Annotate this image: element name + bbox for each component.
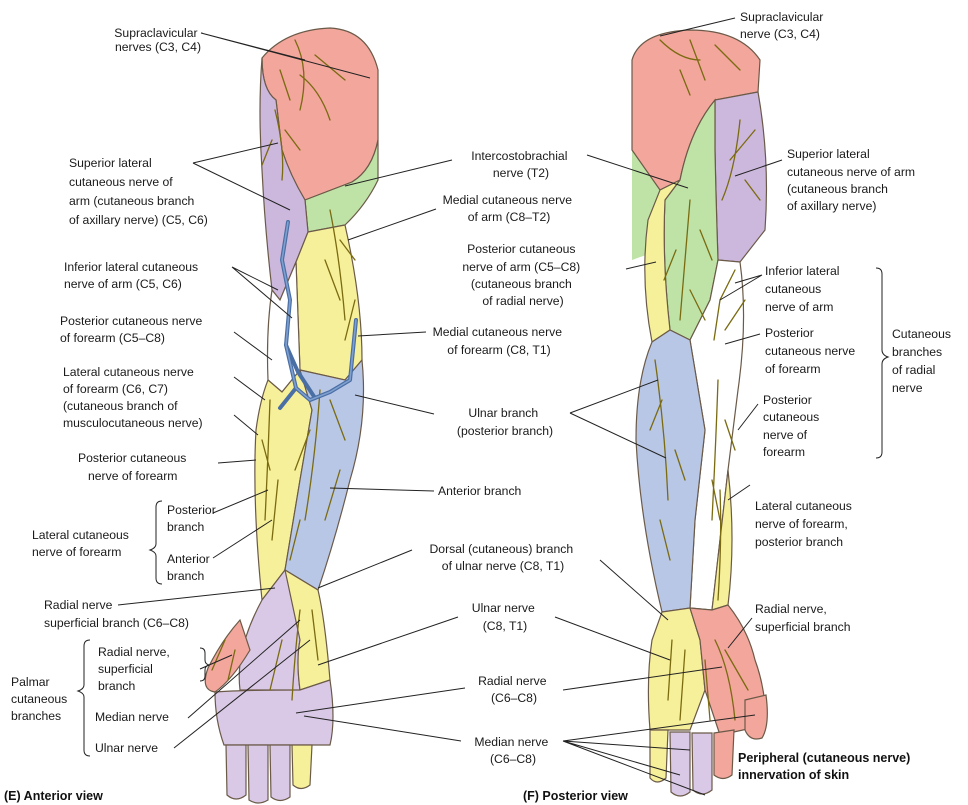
label-intercostobrachial-nerve: Intercostobrachial nerve (T2) — [471, 149, 571, 180]
label-radial-nerve-superficial-c6c8: Radial nerve superficial branch (C6–C8) — [44, 598, 189, 630]
label-medial-cutaneous-forearm: Medial cutaneous nerve of forearm (C8, T… — [433, 325, 566, 357]
figure-title-peripheral-innervation: Peripheral (cutaneous nerve) innervation… — [738, 751, 914, 782]
label-median-nerve-c6c8: Median nerve (C6–C8) — [474, 735, 551, 766]
label-posterior-cutaneous-forearm-2: Posterior cutaneous nerve of forearm — [78, 451, 190, 483]
anterior-finger-2 — [248, 745, 268, 803]
label-posterior-cutaneous-nerve-forearm: Posterior cutaneous nerve of forearm — [765, 326, 859, 376]
brace-palmar-cutaneous — [78, 640, 90, 756]
label-superior-lateral-cutaneous: Superior lateral cutaneous nerve of arm … — [69, 156, 208, 227]
label-cutaneous-branches-radial: Cutaneous branches of radial nerve — [892, 327, 954, 395]
label-ulnar-branch: Ulnar branch (posterior branch) — [457, 406, 553, 438]
label-anterior-branch-center: Anterior branch — [438, 484, 521, 498]
anterior-labels: Supraclavicular nerves (C3, C4) Superior… — [4, 26, 219, 803]
caption-anterior-view: (E) Anterior view — [4, 789, 103, 803]
anterior-finger-3 — [270, 745, 290, 801]
label-medial-cutaneous-arm: Medial cutaneous nerve of arm (C8–T2) — [443, 193, 576, 224]
anterior-arm-illustration — [205, 28, 378, 803]
label-ulnar-nerve-palmar: Ulnar nerve — [95, 741, 158, 755]
anterior-finger-1 — [226, 745, 246, 799]
label-ulnar-nerve-c8t1: Ulnar nerve (C8, T1) — [472, 601, 538, 633]
label-posterior-cutaneous-forearm: Posterior cutaneous nerve of forearm (C5… — [60, 314, 206, 345]
label-supraclavicular-nerves: Supraclavicular nerves (C3, C4) — [114, 26, 201, 54]
label-radial-nerve-superficial-branch: Radial nerve, superficial branch — [98, 645, 173, 693]
anterior-finger-4 — [292, 745, 312, 789]
brace-cutaneous-radial — [876, 268, 888, 458]
posterior-finger-1 — [650, 730, 668, 782]
label-posterior-cutaneous-nerve-forearm-2: Posterior cutaneous nerve of forearm — [763, 393, 823, 459]
label-palmar-cutaneous-branches: Palmar cutaneous branches — [11, 675, 71, 723]
posterior-arm-illustration — [632, 30, 767, 796]
posterior-finger-3 — [692, 733, 712, 794]
label-lateral-cutaneous-forearm-posterior: Lateral cutaneous nerve of forearm, post… — [755, 499, 855, 549]
anterior-palm-region — [215, 680, 333, 745]
label-posterior-cutaneous-arm: Posterior cutaneous nerve of arm (C5–C8)… — [462, 242, 583, 308]
label-radial-nerve-superficial-posterior: Radial nerve, superficial branch — [755, 602, 851, 634]
label-supraclavicular-nerve-posterior: Supraclavicular nerve (C3, C4) — [740, 10, 827, 41]
posterior-axillary-region — [715, 92, 766, 262]
label-lateral-cutaneous-nerve-forearm: Lateral cutaneous nerve of forearm — [32, 528, 132, 559]
posterior-finger-2 — [670, 732, 690, 796]
label-posterior-branch: Posterior branch — [167, 503, 219, 534]
caption-posterior-view: (F) Posterior view — [523, 789, 628, 803]
posterior-finger-4 — [714, 730, 734, 779]
posterior-thumb — [745, 695, 767, 739]
label-inferior-lateral-cutaneous-posterior: Inferior lateral cutaneous nerve of arm — [765, 264, 843, 314]
label-anterior-branch-left: Anterior branch — [167, 552, 213, 583]
label-dorsal-cutaneous-branch: Dorsal (cutaneous) branch of ulnar nerve… — [429, 542, 576, 573]
label-lateral-cutaneous-forearm: Lateral cutaneous nerve of forearm (C6, … — [63, 365, 203, 430]
label-median-nerve-palmar: Median nerve — [95, 710, 169, 724]
label-inferior-lateral-cutaneous: Inferior lateral cutaneous nerve of arm … — [64, 260, 202, 291]
brace-lateral-cutaneous — [150, 501, 162, 584]
center-labels: Intercostobrachial nerve (T2) Medial cut… — [429, 149, 583, 766]
label-radial-nerve-c6c8: Radial nerve (C6–C8) — [478, 674, 550, 705]
label-superior-lateral-cutaneous-posterior: Superior lateral cutaneous nerve of arm … — [787, 147, 918, 213]
